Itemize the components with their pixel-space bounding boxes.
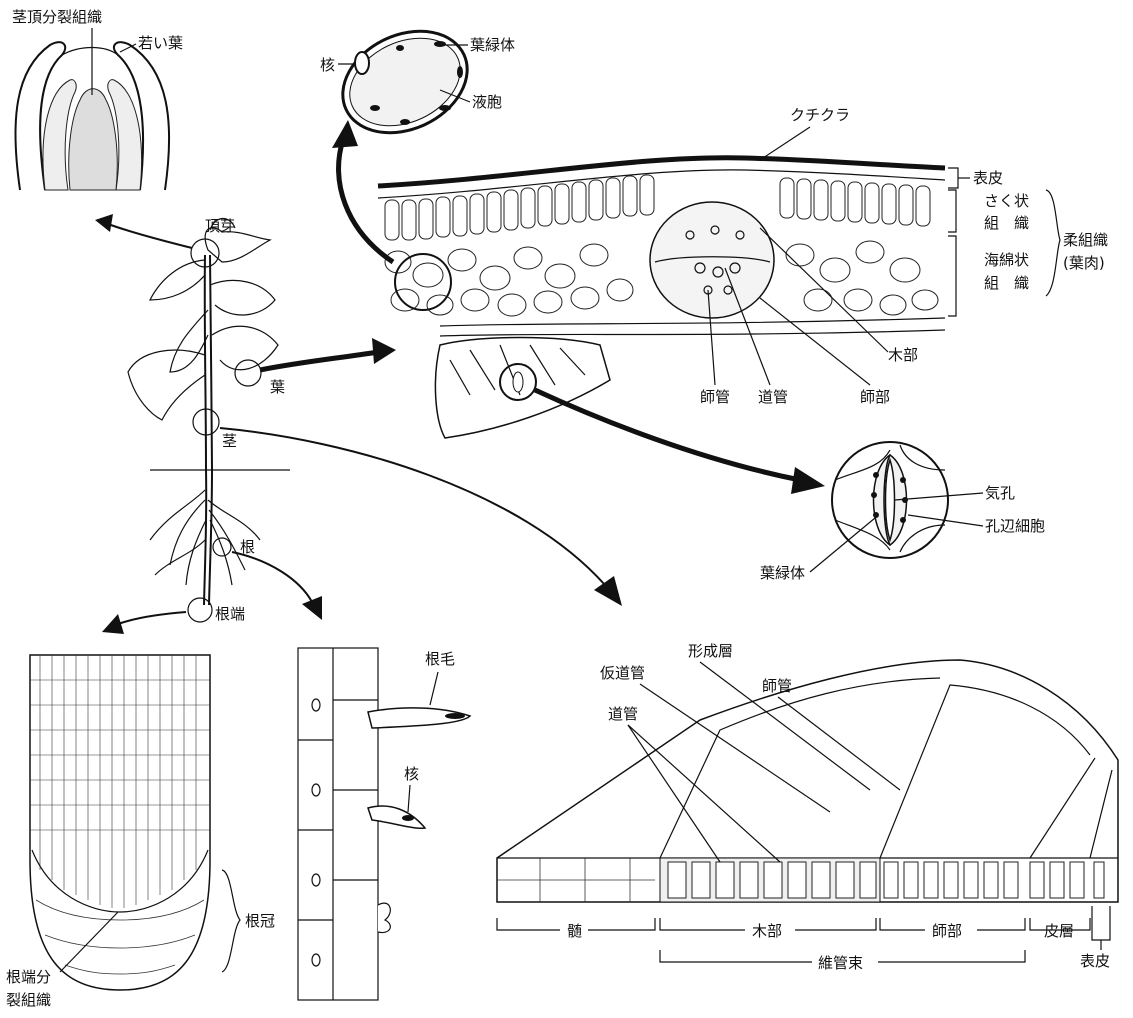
label-guard-cell: 孔辺細胞 [985,517,1045,535]
label-pith: 髄 [567,922,582,940]
label-xylem-stem: 木部 [752,922,782,940]
label-chloroplast-top: 葉緑体 [470,36,515,54]
label-cuticle: クチクラ [790,106,850,124]
label-root-tip: 根端 [215,605,245,623]
label-cambium: 形成層 [688,642,733,660]
label-nucleus-root: 核 [404,765,419,783]
label-root-cap: 根冠 [245,912,275,930]
root-hair-illustration [298,648,470,1000]
shoot-apex-illustration [15,40,169,190]
root-tip-illustration [30,655,210,990]
label-chloroplast-stoma: 葉緑体 [760,564,805,582]
label-parenchyma-1: 柔組織 [1063,231,1108,249]
label-palisade-1: さく状 [984,192,1029,210]
label-palisade-2: 組 織 [984,214,1029,232]
label-root: 根 [240,538,255,556]
plant-illustration [128,218,290,622]
label-epidermis-leaf: 表皮 [973,169,1003,187]
stoma-illustration [832,442,948,558]
label-tracheid: 仮道管 [600,664,645,682]
label-phloem-leaf: 師部 [860,388,890,406]
label-leaf: 葉 [270,378,285,396]
label-stoma: 気孔 [985,484,1015,502]
label-spongy-2: 組 織 [984,274,1029,292]
palisade-cells [385,175,930,240]
label-xylem-leaf: 木部 [888,346,918,364]
label-shoot-apical-meristem: 茎頂分裂組織 [12,8,102,26]
label-root-hair: 根毛 [425,650,455,668]
label-root-meristem-2: 裂組織 [6,991,51,1009]
label-parenchyma-2: (葉肉) [1063,254,1105,272]
leaf-brackets [948,168,1060,316]
label-vessel-leaf: 道管 [758,388,788,406]
stem-brackets [497,906,1110,962]
label-epidermis-stem: 表皮 [1080,952,1110,970]
stem-block-illustration [497,660,1118,902]
label-sieve-tube-stem: 師管 [762,677,792,695]
label-nucleus-top: 核 [320,56,335,74]
label-root-meristem-1: 根端分 [6,968,51,986]
label-terminal-bud: 頂芽 [205,217,235,235]
label-vessel-stem: 道管 [608,705,638,723]
label-spongy-1: 海綿状 [984,251,1029,269]
label-stem: 茎 [222,432,237,450]
label-vacuole: 液胞 [472,93,502,111]
label-vascular-bundle: 維管束 [818,954,863,972]
label-young-leaf: 若い葉 [138,34,183,52]
label-sieve-tube-leaf: 師管 [700,388,730,406]
label-phloem-stem: 師部 [932,922,962,940]
label-cortex: 皮層 [1044,922,1074,940]
